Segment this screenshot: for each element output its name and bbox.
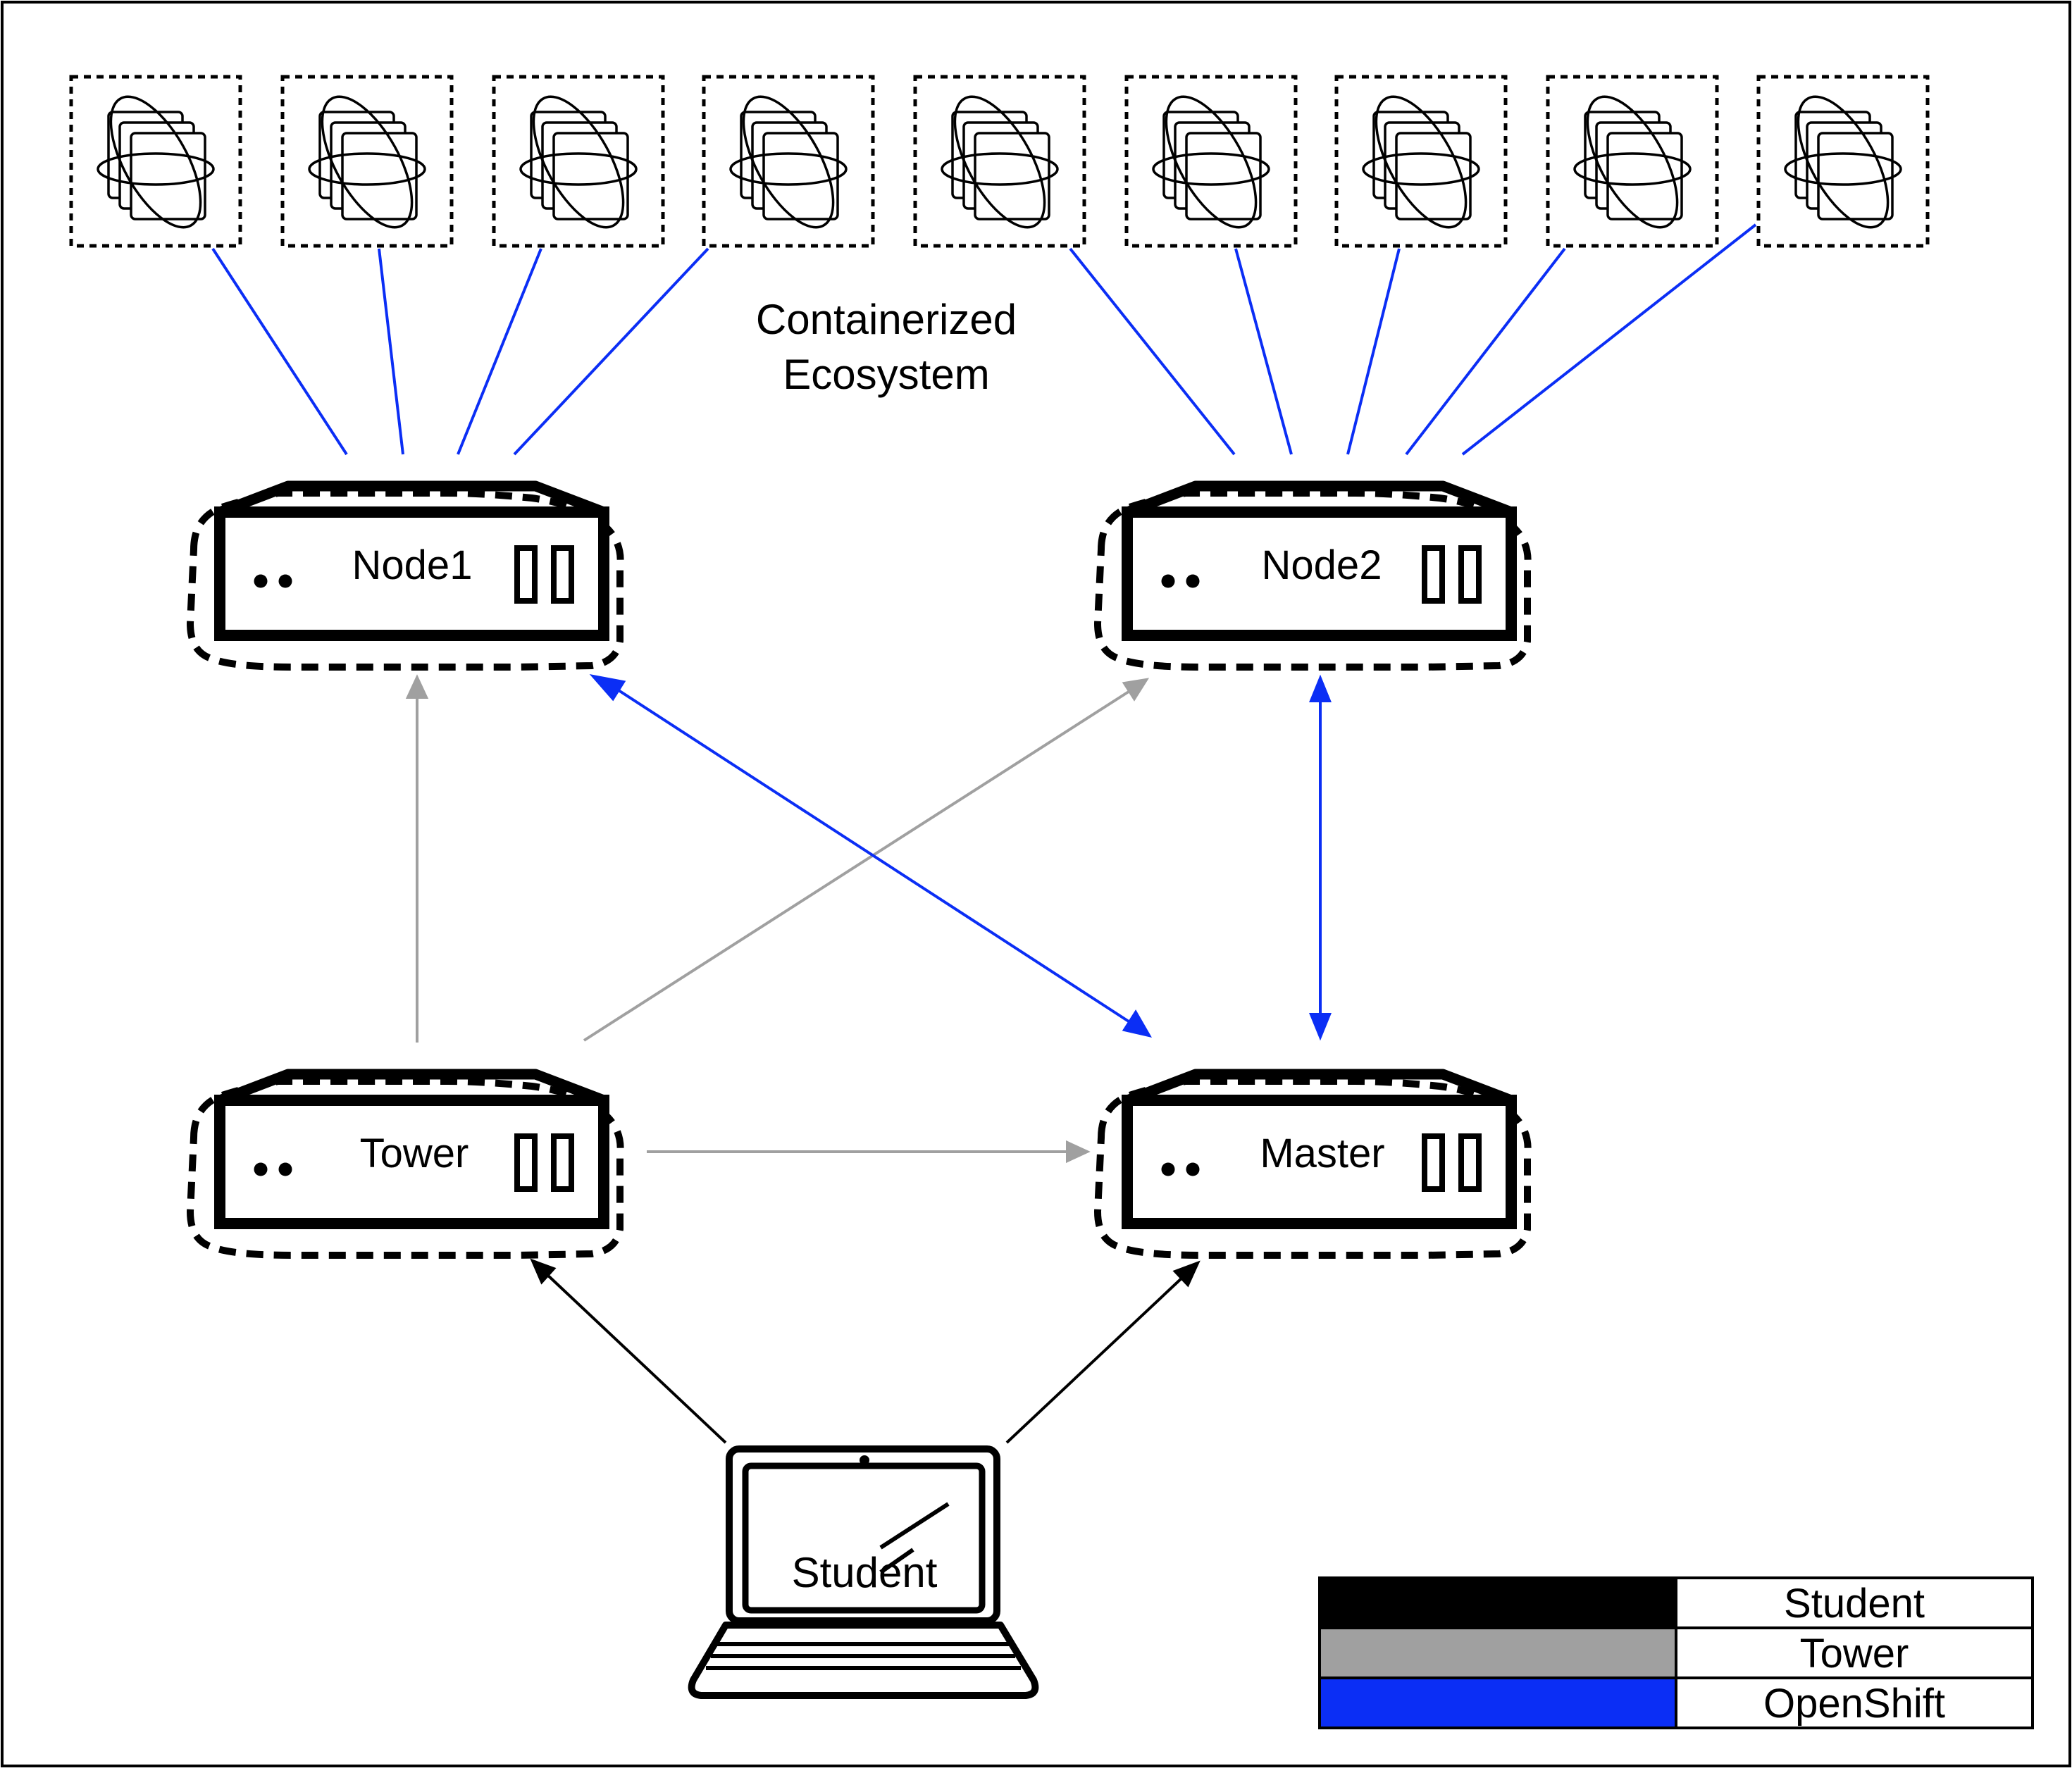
legend-item-student: Student: [1318, 1576, 2034, 1629]
legend-swatch: [1318, 1626, 1677, 1679]
container-link: [1069, 247, 1236, 456]
container-image-stack-icon: [1548, 77, 1717, 246]
arrowhead: [1309, 674, 1332, 702]
container-image-stack-icon: [494, 77, 663, 246]
legend-swatch: [1318, 1576, 1677, 1629]
laptop-label: Student: [792, 1549, 938, 1596]
server-label: Master: [1260, 1131, 1384, 1176]
legend-label: Student: [1784, 1581, 1925, 1626]
container-link: [211, 247, 348, 456]
student-to-tower-link: [545, 1272, 727, 1444]
server-label: Tower: [360, 1131, 469, 1176]
server-tower: Tower: [190, 1074, 621, 1255]
container-links: [211, 223, 1757, 456]
ecosystem-label: Containerized Ecosystem: [756, 296, 1017, 398]
server-node1: Node1: [190, 486, 621, 667]
tower-to-node2-link: [583, 689, 1132, 1042]
container-link: [457, 248, 542, 455]
arrowhead: [589, 673, 626, 702]
arrowhead: [1309, 1013, 1332, 1041]
arrowhead: [1122, 678, 1150, 702]
container-link: [378, 248, 404, 455]
server-node2: Node2: [1098, 486, 1528, 667]
laptop-icon: [688, 1445, 1039, 1699]
container-link: [1405, 247, 1566, 456]
legend: Student Tower OpenShift: [1318, 1576, 2034, 1729]
openshift-links: [589, 673, 1332, 1041]
student-to-master-link: [1005, 1275, 1185, 1444]
arrowhead: [1122, 1009, 1153, 1038]
container-image-stack-icon: [1336, 77, 1506, 246]
container-link: [1346, 248, 1401, 455]
legend-item-tower: Tower: [1318, 1626, 2034, 1679]
container-image-stack-icon: [915, 77, 1084, 246]
legend-item-openshift: OpenShift: [1318, 1676, 2034, 1729]
container-image-stack-icon: [1758, 77, 1928, 246]
container-image-stack-icon: [704, 77, 873, 246]
legend-swatch: [1318, 1676, 1677, 1729]
arrowhead: [530, 1258, 557, 1285]
arrowhead: [1172, 1260, 1201, 1288]
container-link: [513, 247, 709, 456]
server-master: Master: [1098, 1074, 1528, 1255]
container-link: [1461, 223, 1757, 456]
server-label: Node2: [1262, 542, 1382, 588]
arrowhead: [1066, 1140, 1091, 1164]
legend-label: Tower: [1800, 1631, 1909, 1676]
ecosystem-label-line2: Ecosystem: [783, 351, 989, 398]
arrowhead: [405, 674, 429, 699]
ecosystem-label-line1: Containerized: [756, 296, 1017, 343]
container-image-stack-icon: [71, 77, 240, 246]
student-laptop: Student: [688, 1445, 1039, 1699]
container-link: [1234, 248, 1293, 455]
tower-links: [405, 674, 1150, 1164]
legend-label: OpenShift: [1763, 1681, 1945, 1727]
student-links: [530, 1258, 1201, 1444]
container-image-stack-icon: [283, 77, 452, 246]
node1-master-link: [617, 689, 1130, 1023]
server-label: Node1: [352, 542, 473, 588]
container-image-stack-icon: [1127, 77, 1296, 246]
container-row: [71, 77, 1928, 246]
